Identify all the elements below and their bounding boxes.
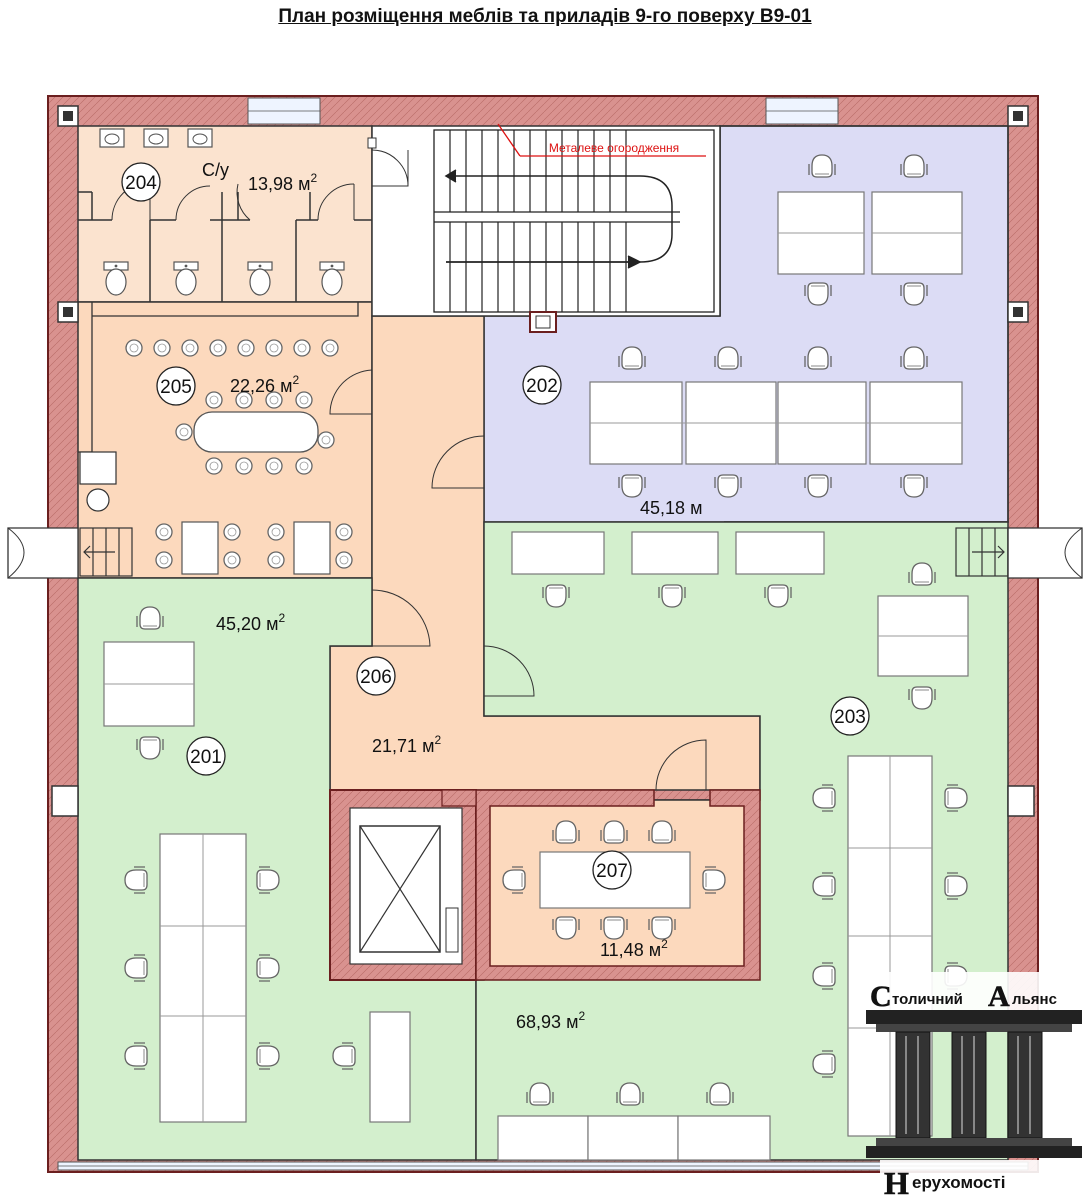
room-numbers — [121, 162, 870, 890]
main-staircase — [433, 129, 715, 313]
svg-text:С: С — [870, 980, 892, 1013]
company-logo: С толичний А льянс Н ерухомості — [866, 972, 1086, 1200]
svg-text:А: А — [988, 980, 1010, 1013]
conference-table-205 — [193, 411, 319, 453]
area-205: 22,26 м2 — [230, 373, 299, 396]
room-number-203: 203 — [834, 707, 866, 728]
page-title: План розміщення меблів та приладів 9-го … — [278, 6, 812, 27]
svg-text:Н: Н — [884, 1165, 909, 1200]
area-206: 21,71 м2 — [372, 733, 441, 756]
room-number-202: 202 — [526, 376, 558, 397]
room-number-205: 205 — [160, 377, 192, 398]
area-207: 11,48 м2 — [600, 937, 668, 960]
area-201: 45,20 м2 — [216, 611, 285, 634]
room-number-204: 204 — [125, 173, 157, 194]
wc-label: С/у — [202, 160, 229, 180]
room-number-207: 207 — [596, 861, 628, 882]
svg-text:ерухомості: ерухомості — [912, 1173, 1005, 1192]
svg-text:толичний: толичний — [892, 991, 963, 1008]
room-number-201: 201 — [190, 747, 222, 768]
room-number-206: 206 — [360, 667, 392, 688]
area-203: 68,93 м2 — [516, 1009, 585, 1032]
area-204: 13,98 м2 — [248, 171, 317, 194]
metal-railing-annotation: Металеве огородження — [549, 141, 679, 155]
svg-text:льянс: льянс — [1012, 991, 1057, 1008]
area-202: 45,18 м — [640, 498, 702, 518]
